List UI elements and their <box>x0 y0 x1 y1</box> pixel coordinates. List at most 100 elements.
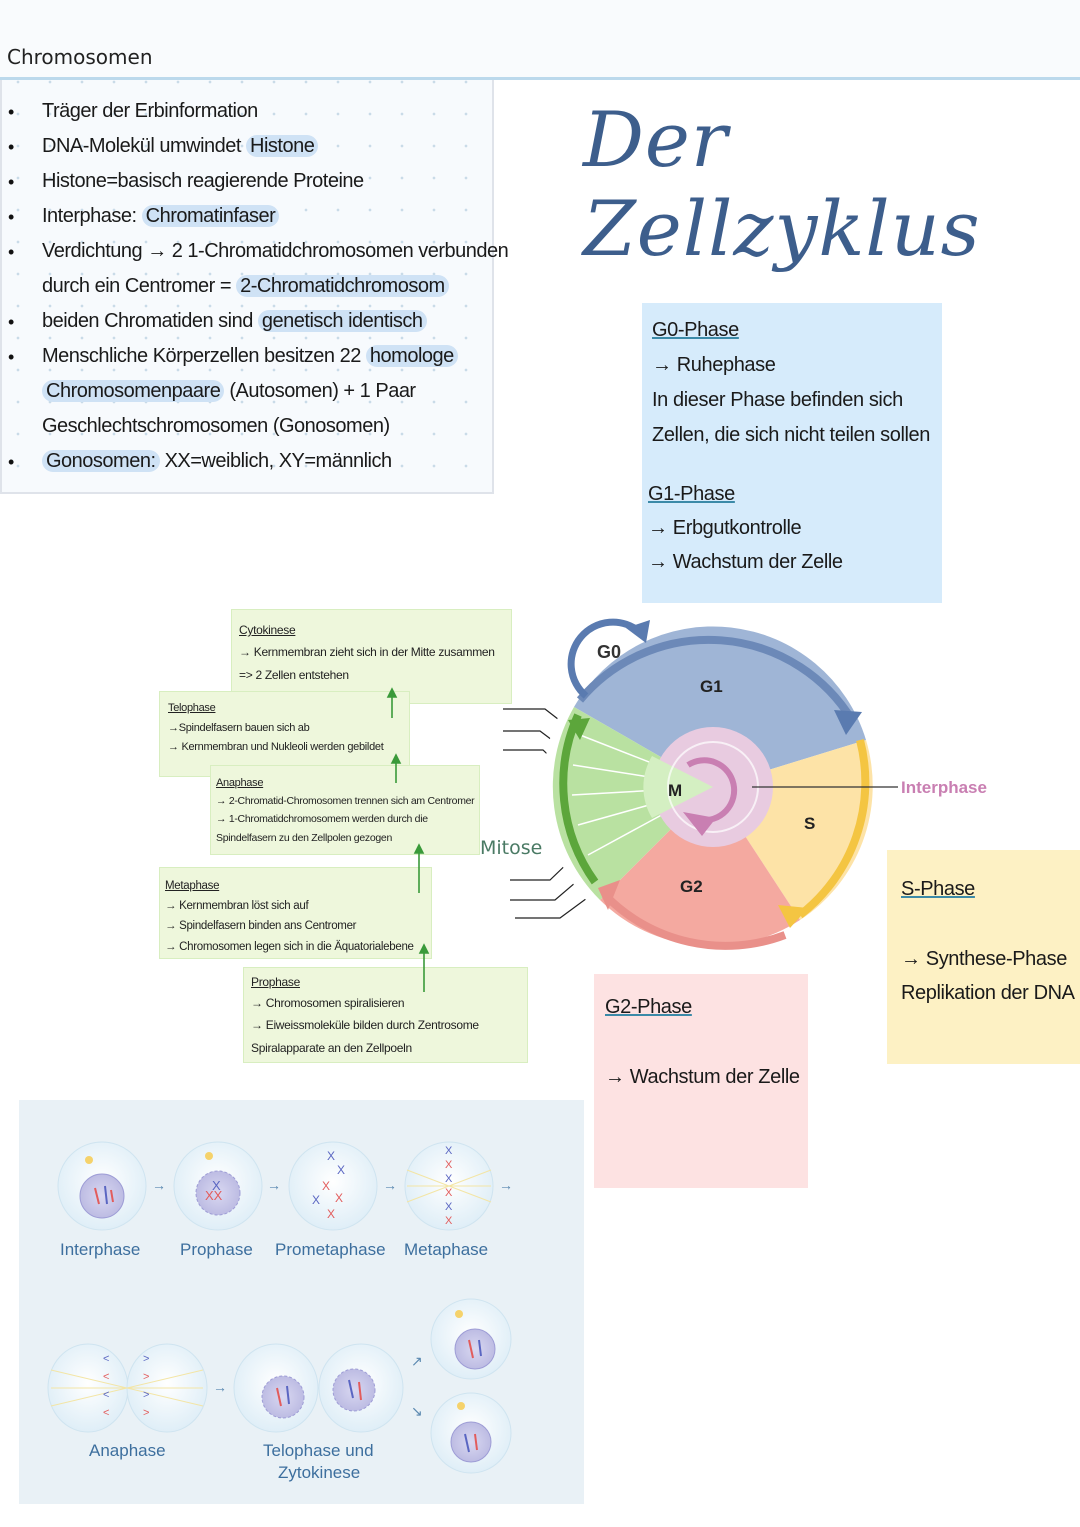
highlighted-term: homologe <box>365 345 458 367</box>
chromosomen-line: Menschliche Körperzellen besitzen 22 hom… <box>42 345 458 368</box>
g2-phase-line-1: → Wachstum der Zelle <box>605 1066 800 1088</box>
chromosomen-line: Chromosomenpaare (Autosomen) + 1 Paar <box>42 380 416 403</box>
chromosomen-card: Chromosomen • Träger der Erbinformation • D… <box>0 0 1080 494</box>
daughter-cell-bottom <box>430 1392 512 1474</box>
svg-text:>: > <box>143 1371 149 1383</box>
cytokinese-box: Cytokinese → Kernmembran zieht sich in d… <box>231 609 512 704</box>
svg-text:X: X <box>337 1163 345 1177</box>
g0-line-1: → Ruhephase <box>652 354 776 376</box>
g0-label: G0 <box>597 642 621 662</box>
line-text: beiden Chromatiden sind <box>42 310 258 332</box>
arrow-right-icon: → <box>267 1177 281 1193</box>
chromosomen-line: Geschlechtschromosomen (Gonosomen) <box>42 415 390 438</box>
svg-text:X: X <box>445 1187 453 1199</box>
s-phase-line-2: Replikation der DNA <box>901 982 1075 1004</box>
label-zytokinese: Zytokinese <box>278 1463 361 1482</box>
chromosomen-heading: Chromosomen <box>7 45 153 69</box>
line-text: DNA-Molekül umwindet <box>42 135 247 157</box>
s-arc <box>797 739 870 919</box>
highlighted-term: Gonosomen: <box>42 450 160 472</box>
telophase-line-1: →Spindelfasern bauen sich ab <box>168 722 310 734</box>
line-text: Menschliche Körperzellen besitzen 22 <box>42 345 366 367</box>
prophase-cell: XX X <box>173 1141 263 1231</box>
chromosomen-card-header: Chromosomen <box>0 0 1080 80</box>
highlighted-term: 2-Chromatidchromosom <box>236 275 449 297</box>
g2-arc <box>602 892 787 950</box>
svg-text:>: > <box>143 1407 149 1419</box>
chromosomen-line: beiden Chromatiden sind genetisch identi… <box>42 310 427 333</box>
telophase-cell <box>233 1343 404 1433</box>
label-telophase: Telophase und <box>263 1441 374 1460</box>
svg-text:XX: XX <box>205 1188 223 1203</box>
metaphase-box: Metaphase → Kernmembran löst sich auf → … <box>159 867 432 959</box>
svg-text:X: X <box>327 1149 335 1163</box>
cytokinese-title: Cytokinese <box>239 623 296 637</box>
g2-segment <box>600 787 800 947</box>
prophase-line-1: → Chromosomen spiralisieren <box>251 996 405 1010</box>
label-prophase: Prophase <box>180 1240 253 1259</box>
chromosomen-line: Histone=basisch reagierende Proteine <box>42 170 364 193</box>
arrow-right-icon: → <box>213 1379 227 1395</box>
cytokinese-line-1: → Kernmembran zieht sich in der Mitte zu… <box>239 645 495 659</box>
s-phase-note: S-Phase → Synthese-Phase Replikation der… <box>887 850 1080 1064</box>
interphase-inner-arrow <box>686 757 738 824</box>
prophase-box: Prophase → Chromosomen spiralisieren → E… <box>243 967 528 1063</box>
metaphase-cell: X X X X X X <box>404 1141 494 1231</box>
s-label: S <box>804 814 815 833</box>
bullet: • <box>8 172 15 192</box>
highlighted-term: Chromosomenpaare <box>42 380 225 402</box>
metaphase-line-3: → Chromosomen legen sich in die Äquatori… <box>165 941 414 953</box>
label-prometaphase: Prometaphase <box>275 1240 386 1259</box>
metaphase-line-2: → Spindelfasern binden ans Centromer <box>165 920 357 932</box>
daughter-cell-top <box>430 1298 512 1380</box>
svg-text:X: X <box>445 1145 453 1157</box>
chromosomen-line: durch ein Centromer = 2-Chromatidchromos… <box>42 275 449 298</box>
svg-text:>: > <box>143 1353 149 1365</box>
g1-label: G1 <box>700 677 723 696</box>
telophase-line-2: → Kernmembran und Nukleoli werden gebild… <box>168 741 384 753</box>
anaphase-line-1: → 2-Chromatid-Chromosomen trennen sich a… <box>216 795 475 807</box>
interphase-cell <box>57 1141 147 1231</box>
bullet: • <box>8 242 15 262</box>
svg-text:X: X <box>445 1159 453 1171</box>
bullet: • <box>8 207 15 227</box>
prometaphase-cell: X X X X X X <box>288 1141 378 1231</box>
g0-arrowhead <box>626 620 650 643</box>
s-phase-line-1: → Synthese-Phase <box>901 948 1067 970</box>
highlighted-term: Chromatinfaser <box>141 205 280 227</box>
g1-arc <box>576 635 856 723</box>
svg-text:>: > <box>143 1389 149 1401</box>
anaphase-line-2: → 1-Chromatidchromosomem werden durch di… <box>216 813 428 825</box>
svg-text:<: < <box>103 1371 109 1383</box>
g0-title: G0-Phase <box>652 319 739 341</box>
svg-text:<: < <box>103 1407 109 1419</box>
anaphase-box: Anaphase → 2-Chromatid-Chromosomen trenn… <box>210 765 480 855</box>
g1-line-1: → Erbgutkontrolle <box>648 517 802 539</box>
chromosomen-line: Träger der Erbinformation <box>42 100 258 123</box>
svg-text:<: < <box>103 1389 109 1401</box>
bullet: • <box>8 102 15 122</box>
g0-g1-note: G0-Phase → Ruhephase In dieser Phase bef… <box>642 303 942 603</box>
m-label: M <box>668 781 682 800</box>
svg-text:X: X <box>445 1215 453 1227</box>
s-phase-title: S-Phase <box>901 878 975 900</box>
g0-line-2: In dieser Phase befinden sich <box>652 389 903 411</box>
s-arrowhead <box>778 905 808 928</box>
anaphase-title: Anaphase <box>216 777 264 789</box>
prophase-title: Prophase <box>251 975 300 989</box>
svg-text:X: X <box>445 1173 453 1185</box>
mitosis-drawing: → XX X → X X X X X X → X X X X X <box>47 1141 513 1474</box>
line-text: Geschlechtschromosomen (Gonosomen) <box>42 415 390 437</box>
mitose-label: Mitose <box>480 837 542 859</box>
anaphase-cell: < < < < > > > > <box>47 1343 208 1433</box>
prophase-line-2: → Eiweissmoleküle bilden durch Zentrosom… <box>251 1018 479 1032</box>
bullet: • <box>8 347 15 367</box>
anaphase-line-3: Spindelfasern zu den Zellpolen gezogen <box>216 832 392 844</box>
interphase-inner-arrowhead <box>683 812 716 836</box>
g1-title: G1-Phase <box>648 483 735 505</box>
g0-loop <box>567 618 643 699</box>
g0-line-3: Zellen, die sich nicht teilen sollen <box>652 424 930 446</box>
label-metaphase: Metaphase <box>404 1240 489 1259</box>
g2-phase-title: G2-Phase <box>605 996 692 1018</box>
svg-text:X: X <box>335 1191 343 1205</box>
